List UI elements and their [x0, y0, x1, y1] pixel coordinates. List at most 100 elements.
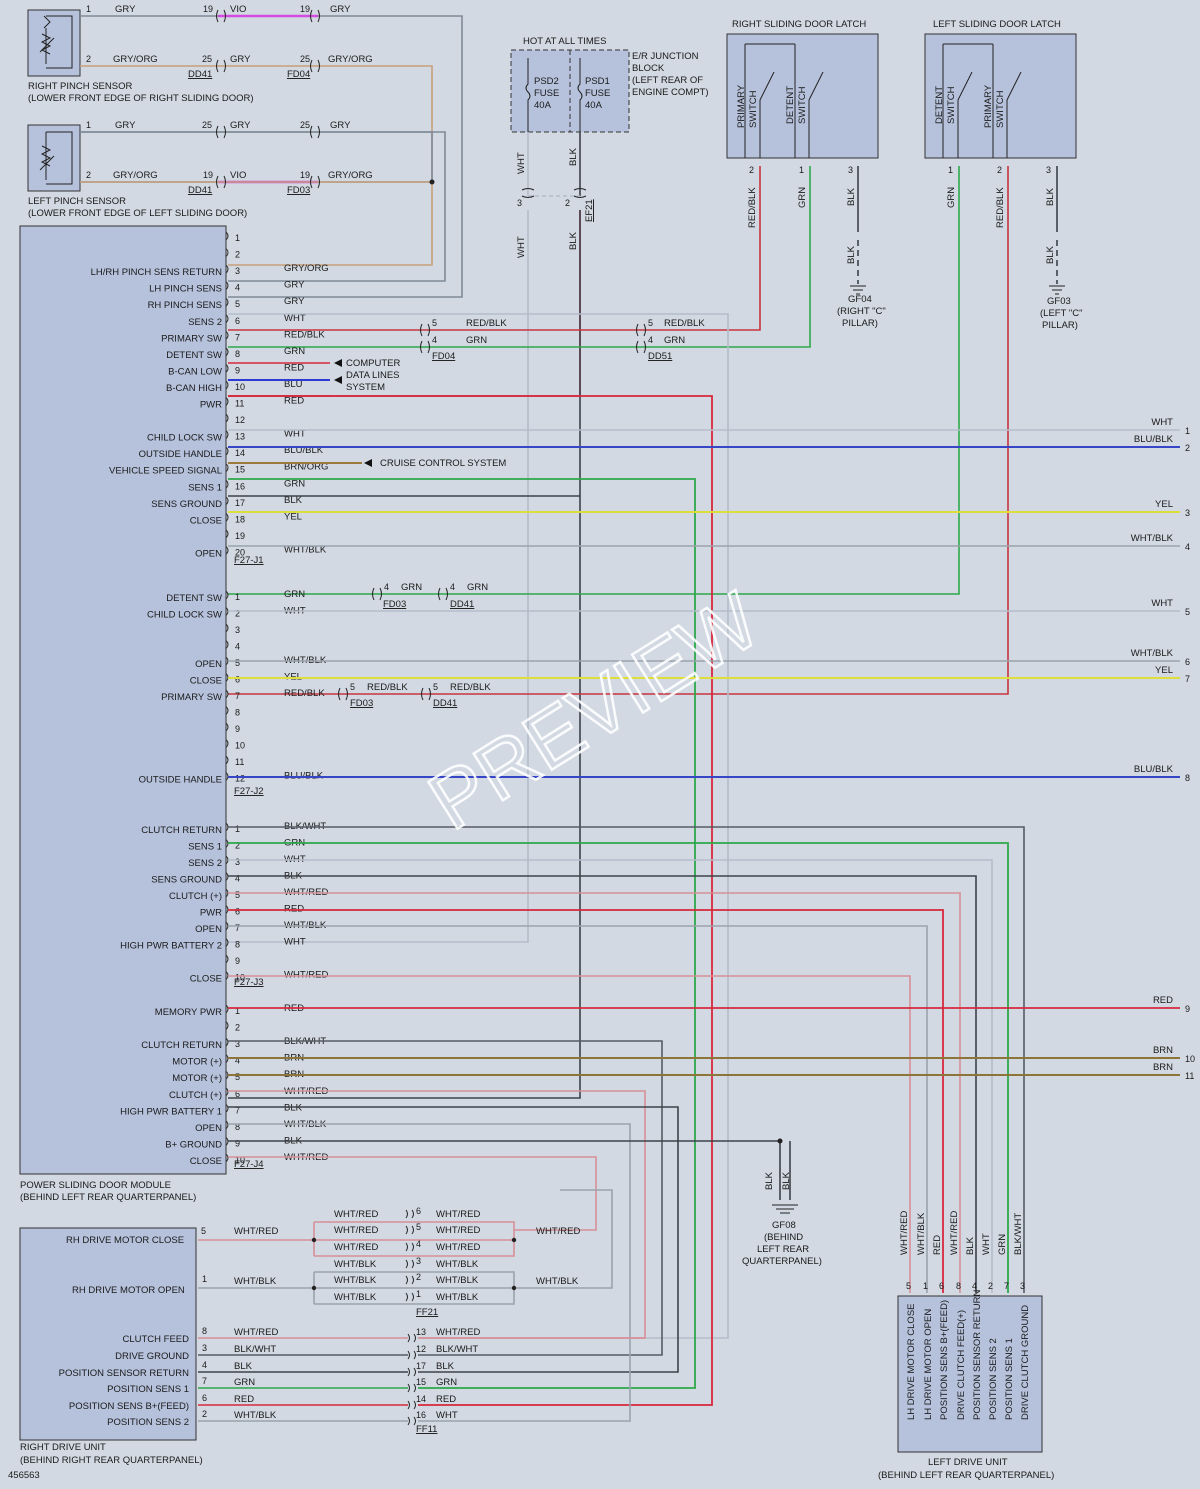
svg-text:1: 1 — [86, 4, 91, 14]
connector-terminal-icon — [407, 1350, 416, 1360]
connector-splice-symbols — [216, 9, 646, 701]
ldu-wire-color-label: GRN — [997, 1234, 1008, 1255]
rdu-wire-color-label: BLK/WHT — [234, 1344, 276, 1355]
module-pin-label: CLUTCH RETURN — [141, 825, 222, 836]
module-pin-label: OPEN — [195, 924, 222, 935]
ff21-left-wire-label: WHT/RED — [334, 1242, 378, 1253]
connector-dd41-label: DD41 — [188, 69, 212, 80]
left-pinch-sensor-location: (LOWER FRONT EDGE OF LEFT SLIDING DOOR) — [28, 208, 247, 219]
module-wire-color-label: GRN — [284, 346, 305, 357]
connector-dd41-label: DD41 — [188, 185, 212, 196]
svg-text:GRY: GRY — [115, 120, 136, 131]
pin-terminal-icon — [225, 231, 229, 241]
edge-wire-color-label: WHT/BLK — [1131, 533, 1174, 544]
ff21-right-wire-label: WHT/RED — [436, 1242, 480, 1253]
svg-text:BLK: BLK — [846, 187, 857, 206]
svg-text:WHT/BLK: WHT/BLK — [234, 1276, 277, 1287]
module-pin-number: 10 — [235, 973, 245, 983]
computer-data-lines-label: SYSTEM — [346, 382, 385, 393]
ground-gf04-loc: (RIGHT "C" — [837, 306, 886, 317]
edge-wire-color-label: BRN — [1153, 1045, 1173, 1056]
fuse-psd2-name: PSD2 — [534, 76, 559, 87]
module-wire-color-label: WHT — [284, 937, 306, 948]
ground-gf04-loc: PILLAR) — [842, 318, 878, 329]
module-pin-number: 5 — [235, 658, 240, 668]
junction-wire-labels: WHT BLK 3 2 EF21 WHT BLK — [516, 147, 595, 258]
module-pin-number: 3 — [235, 1039, 240, 1049]
fuse-psd2-icon — [525, 58, 531, 132]
right-latch-title: RIGHT SLIDING DOOR LATCH — [732, 19, 866, 30]
junction-desc-2: BLOCK — [632, 63, 665, 74]
pin-terminal-icon — [225, 364, 229, 373]
svg-text:3: 3 — [1046, 165, 1051, 175]
rdu-pin-number: 6 — [202, 1393, 207, 1403]
rdu-pin-label: DRIVE GROUND — [115, 1351, 189, 1362]
connector-terminal-icon — [405, 1275, 414, 1285]
module-pin-number: 6 — [235, 316, 240, 326]
ground-gf08-id: GF08 — [772, 1220, 796, 1231]
pin-terminal-icon — [225, 281, 229, 291]
ldu-pin-number: 3 — [1020, 1281, 1025, 1291]
connector-terminal-icon — [407, 1367, 416, 1377]
module-wire-color-label: YEL — [284, 511, 302, 522]
module-wire-color-label: BRN/ORG — [284, 462, 328, 473]
module-pin-label: PRIMARY SW — [161, 692, 222, 703]
module-pin-number: 16 — [235, 481, 245, 491]
hot-at-all-times-label: HOT AT ALL TIMES — [523, 36, 606, 47]
module-pin-number: 6 — [235, 675, 240, 685]
module-pin-number: 8 — [235, 708, 240, 718]
module-pin-number: 11 — [235, 399, 244, 409]
svg-text:4: 4 — [384, 582, 389, 592]
ff11-pin-number: 13 — [416, 1327, 426, 1337]
right-drive-unit-location: (BEHIND RIGHT REAR QUARTERPANEL) — [20, 1455, 203, 1466]
ldu-pin-number: 2 — [988, 1281, 993, 1291]
module-pin-label: CLOSE — [190, 676, 222, 687]
svg-text:GRN: GRN — [664, 335, 685, 346]
svg-text:1: 1 — [202, 1274, 207, 1284]
svg-text:2: 2 — [565, 198, 570, 208]
ff11-wire-color-label: BLK — [436, 1361, 455, 1372]
edge-wire-number: 2 — [1185, 443, 1190, 453]
rdu-pin-number: 4 — [202, 1360, 207, 1370]
module-pin-number: 5 — [235, 890, 240, 900]
ldu-pin-number: 6 — [939, 1281, 944, 1291]
edge-wire-color-label: YEL — [1155, 499, 1173, 510]
svg-text:GRY/ORG: GRY/ORG — [328, 170, 373, 181]
module-wire-color-label: GRY — [284, 296, 305, 307]
connector-terminal-icon — [407, 1333, 416, 1343]
pin-terminal-icon — [225, 380, 229, 390]
rdu-pin-label: POSITION SENS 1 — [107, 1384, 189, 1395]
module-pin-number: 1 — [235, 824, 240, 834]
junction-desc-4: ENGINE COMPT) — [632, 87, 709, 98]
module-pin-label: CLOSE — [190, 1156, 222, 1167]
rdu-pin-number: 8 — [202, 1326, 207, 1336]
module-pin-label: OPEN — [195, 659, 222, 670]
module-pin-label: CLOSE — [190, 974, 222, 985]
module-pin-number: 10 — [235, 741, 245, 751]
svg-text:WHT/BLK: WHT/BLK — [536, 1276, 579, 1287]
svg-text:2: 2 — [997, 165, 1002, 175]
svg-text:GRY/ORG: GRY/ORG — [113, 54, 158, 65]
right-sliding-door-latch: RIGHT SLIDING DOOR LATCH PRIMARY SWITCH … — [726, 19, 879, 159]
edge-wire-color-label: BRN — [1153, 1062, 1173, 1073]
connector-j4-label: F27-J4 — [234, 1159, 264, 1170]
svg-text:5: 5 — [350, 682, 355, 692]
svg-text:25: 25 — [202, 120, 212, 130]
arrow-icon — [334, 376, 342, 384]
ff21-right-wire-label: WHT/RED — [436, 1209, 480, 1220]
pin-terminal-icon — [225, 430, 229, 439]
svg-text:GRY/ORG: GRY/ORG — [328, 54, 373, 65]
fuse-psd1-name: PSD1 — [585, 76, 610, 87]
module-pin-label: PWR — [200, 400, 222, 411]
rdu-wire-color-label: WHT/RED — [234, 1327, 278, 1338]
fuse-psd1-rating: 40A — [585, 100, 603, 111]
detent-switch-label: DETENT — [934, 86, 945, 124]
pin-terminal-icon — [225, 623, 229, 633]
pin-terminal-icon — [225, 722, 229, 732]
module-pin-number: 19 — [235, 531, 245, 541]
edge-wire-number: 3 — [1185, 508, 1190, 518]
module-pin-label: B-CAN HIGH — [166, 383, 222, 394]
